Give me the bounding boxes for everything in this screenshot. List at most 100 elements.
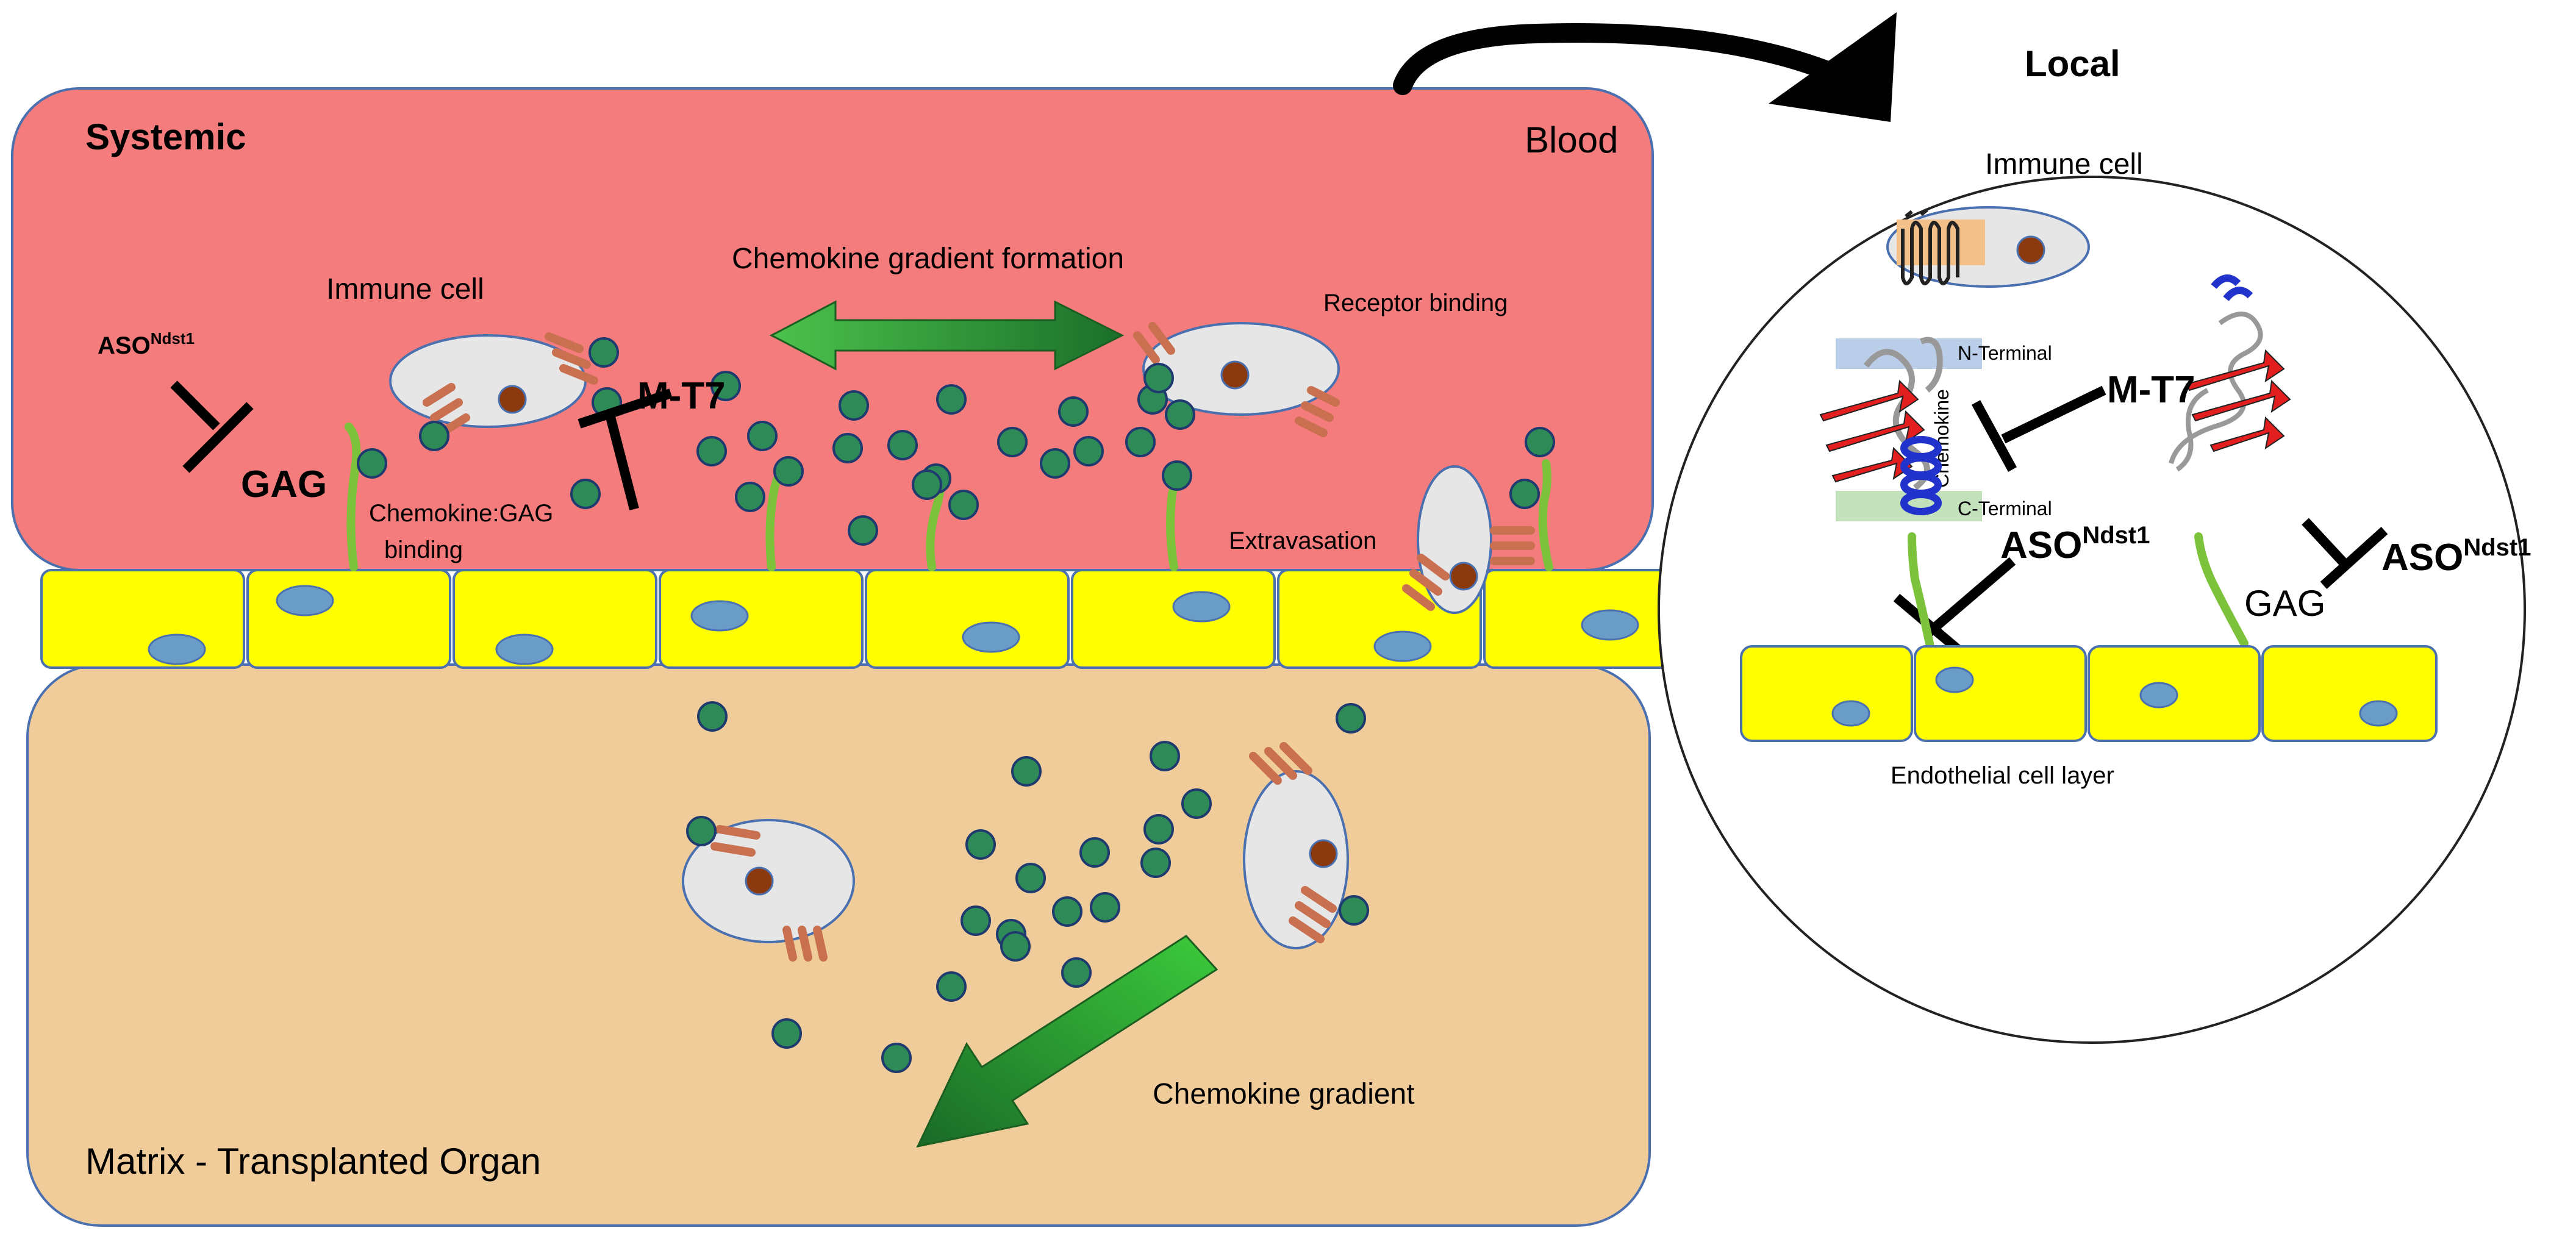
receptor-icon (1901, 208, 1959, 285)
chemokine-dot (1040, 448, 1070, 479)
endothelial-nucleus (690, 600, 749, 632)
immune-cell (1142, 322, 1340, 416)
endothelial-nucleus (962, 621, 1020, 653)
chemokine-dot (1150, 741, 1180, 771)
chemokine-dot (773, 456, 804, 487)
mt7-label-local: M-T7 (2107, 369, 2195, 411)
local-immune-cell-label: Immune cell (1985, 148, 2143, 180)
aso-label-local-right: ASONdst1 (2381, 534, 2531, 579)
immune-cell-extravasating (1417, 465, 1492, 614)
chemokine-dot (697, 701, 728, 732)
chemokine-dot (887, 430, 918, 460)
chemokine-gag-label: Chemokine:GAG (369, 500, 553, 527)
aso-label-systemic: ASONdst1 (98, 329, 195, 359)
endothelial-nucleus (148, 634, 206, 665)
extravasation-label: Extravasation (1229, 527, 1376, 554)
mt7-inhibitor-symbol-local (1971, 385, 2106, 472)
blood-label: Blood (1525, 120, 1618, 160)
immune-cell-label: Immune cell (326, 273, 484, 305)
chemokine-structure-icon (1819, 337, 1943, 515)
gradient-formation-label: Chemokine gradient formation (732, 243, 1124, 275)
local-gag-chains (1908, 532, 2249, 651)
chemokine-dot (997, 427, 1028, 457)
chemokine-dot (570, 479, 601, 509)
chemokine-dot (1143, 814, 1174, 844)
receptors (423, 322, 1535, 962)
local-panel (1658, 176, 2526, 1044)
chemokine-dot (1052, 896, 1082, 927)
chemokine-dot (686, 816, 717, 846)
chemokine-dot (881, 1043, 912, 1073)
chemokine-dot (1336, 703, 1366, 734)
chemokine-dot (419, 421, 449, 451)
chemokine-dot (1058, 396, 1089, 427)
gag-label-systemic: GAG (241, 463, 327, 505)
aso-label-local: ASONdst1 (2000, 522, 2150, 566)
endothelial-cell (1071, 569, 1276, 669)
endothelial-nucleus (1581, 609, 1639, 641)
chemokine-dot (1073, 436, 1104, 466)
chemokine-dot (696, 436, 727, 466)
chemokine-gradient-arrow (916, 935, 1218, 1148)
endothelial-cell (453, 569, 657, 669)
local-title: Local (2025, 43, 2120, 84)
chemokine-dot (1181, 788, 1212, 819)
chemokine-dot (1143, 363, 1174, 393)
chemokine-dot (965, 829, 996, 860)
endothelial-nucleus (276, 585, 334, 616)
chemokine-dot (1061, 957, 1092, 988)
local-immune-cell (1886, 206, 2090, 288)
gradient-formation-arrow (769, 300, 1125, 371)
chemokine-dot (1509, 479, 1540, 509)
systemic-title: Systemic (85, 116, 246, 157)
chemokine-dot (961, 905, 991, 936)
endothelial-cell (246, 569, 451, 669)
aso-inhibitor-symbol (170, 380, 254, 473)
chemokine-dot (735, 482, 765, 512)
endothelial-label: Endothelial cell layer (1891, 762, 2114, 789)
chemokines (357, 337, 1555, 1073)
chemokine-dot (839, 390, 869, 421)
endothelial-cell (865, 569, 1070, 669)
chemokine-dot (912, 470, 942, 500)
matrix-label: Matrix - Transplanted Organ (85, 1141, 541, 1182)
n-terminal-label: N-Terminal (1958, 342, 2052, 364)
chemokine-dot (1125, 427, 1156, 457)
chemokine-gradient-label: Chemokine gradient (1153, 1078, 1415, 1110)
zoom-arrow (1393, 12, 1897, 122)
chemokine-dot (1011, 756, 1042, 787)
endothelial-cell (659, 569, 864, 669)
chemokine-dot (771, 1018, 802, 1049)
chemokine-dot (1339, 895, 1369, 926)
chemokine-dot (747, 421, 778, 451)
receptor-binding-label: Receptor binding (1323, 290, 1508, 316)
chemokine-dot (848, 515, 878, 546)
chemokine-dot (948, 490, 979, 520)
chemokine-dot (710, 371, 741, 401)
chemokine-dot (589, 337, 619, 368)
endothelial-nucleus (1172, 591, 1231, 623)
chemokine-dot (1165, 399, 1195, 430)
endothelial-layer (40, 569, 1688, 669)
endothelial-cell (40, 569, 245, 669)
chemokine-dot (1000, 931, 1031, 962)
chemokine-dot (936, 384, 967, 415)
local-endothelial-layer (1740, 645, 2438, 742)
chemokine-dot (1015, 863, 1046, 893)
chemokine-dot (1140, 848, 1171, 878)
chemokine-dot (1525, 427, 1555, 457)
binding-label: binding (384, 537, 463, 563)
chemokine-dot (832, 433, 863, 463)
aso-inhibitor-symbol-local-right (2302, 518, 2388, 589)
c-terminal-label: C-Terminal (1958, 498, 2052, 520)
chemokine-dot (1162, 460, 1192, 491)
chemokine-dot (936, 971, 967, 1002)
gag-label-local: GAG (2244, 583, 2325, 624)
chemokine-dot (357, 448, 387, 479)
chemokine-dot (1090, 892, 1120, 923)
endothelial-nucleus (1373, 630, 1432, 662)
chemokine-dot (1079, 837, 1110, 868)
mt7-label-systemic: M-T7 (637, 375, 726, 417)
mt7-inhibitor-symbol (578, 388, 673, 510)
